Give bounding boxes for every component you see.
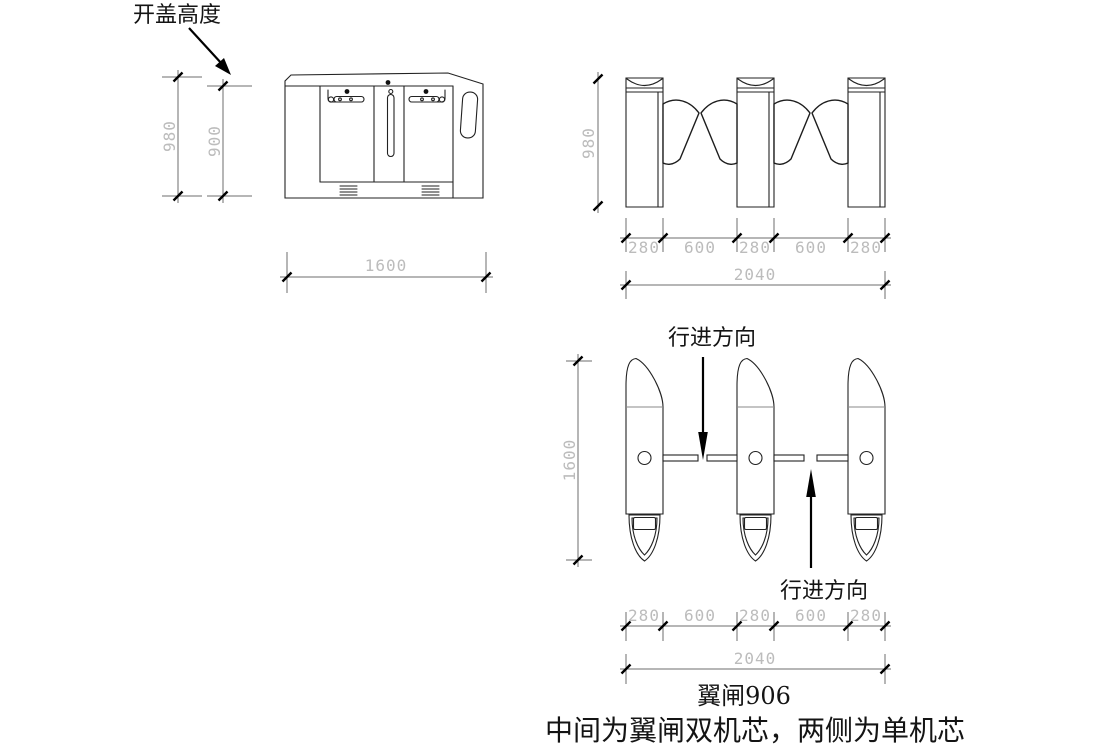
top-seg-5: 280 bbox=[850, 606, 882, 625]
cover-height-label: 开盖高度 bbox=[133, 3, 221, 28]
front-dim-height: 980 bbox=[579, 72, 604, 213]
dim-980-front: 980 bbox=[579, 127, 598, 159]
top-seg-1: 280 bbox=[628, 606, 660, 625]
flap-wing bbox=[811, 99, 849, 165]
model-title: 翼闸906 bbox=[697, 682, 791, 710]
left-door-hardware bbox=[327, 89, 365, 103]
front-seg-1: 280 bbox=[628, 238, 660, 257]
flap-wing bbox=[662, 99, 700, 165]
retracted-flaps bbox=[662, 454, 849, 462]
front-seg-4: 600 bbox=[795, 238, 827, 257]
flap-wing bbox=[773, 99, 811, 165]
lid-button bbox=[385, 80, 391, 85]
side-dim-length: 1600 bbox=[280, 252, 493, 293]
side-dim-cover-height: 900 bbox=[205, 79, 252, 203]
unit-left-plan bbox=[625, 357, 664, 562]
dim-1600-top: 1600 bbox=[560, 439, 579, 482]
flap-wing bbox=[700, 99, 738, 165]
front-seg-5: 280 bbox=[850, 238, 882, 257]
pillar-middle bbox=[736, 77, 775, 208]
unit-right-plan bbox=[847, 357, 886, 562]
front-seg-2: 600 bbox=[684, 238, 716, 257]
front-dim-overall: 2040 bbox=[620, 265, 891, 299]
cabinet-outline bbox=[284, 72, 484, 199]
top-seg-2: 600 bbox=[684, 606, 716, 625]
pillar-left bbox=[625, 77, 664, 208]
side-panel-cutout bbox=[459, 91, 479, 139]
top-dim-chain: 280 600 280 600 280 bbox=[620, 606, 891, 641]
center-column-slot bbox=[386, 88, 395, 158]
top-dim-overall: 2040 bbox=[620, 649, 891, 684]
dim-2040-top: 2040 bbox=[734, 649, 777, 668]
front-seg-3: 280 bbox=[739, 238, 771, 257]
side-view: 开盖高度 980 900 bbox=[133, 3, 493, 293]
front-view: 980 280 600 280 600 280 bbox=[579, 72, 891, 299]
dim-900-side: 900 bbox=[205, 125, 224, 157]
travel-direction-label-bottom: 行进方向 bbox=[780, 579, 868, 604]
top-seg-3: 280 bbox=[739, 606, 771, 625]
front-dim-chain: 280 600 280 600 280 bbox=[620, 218, 891, 257]
travel-arrow-down bbox=[698, 357, 708, 460]
mechanism-note: 中间为翼闸双机芯，两侧为单机芯 bbox=[545, 714, 965, 747]
dim-1600-side: 1600 bbox=[365, 256, 408, 275]
top-view: 行进方向 1600 行进方向 bbox=[560, 326, 891, 684]
dim-2040-front: 2040 bbox=[734, 265, 777, 284]
travel-arrow-up bbox=[806, 469, 816, 568]
travel-direction-label-top: 行进方向 bbox=[668, 326, 756, 351]
side-dim-overall-height: 980 bbox=[160, 70, 202, 203]
cover-height-leader-arrow bbox=[188, 27, 231, 75]
top-seg-4: 600 bbox=[795, 606, 827, 625]
top-dim-depth: 1600 bbox=[560, 354, 592, 567]
dim-980-side: 980 bbox=[160, 120, 179, 152]
bottom-vents bbox=[339, 185, 440, 196]
right-door-hardware bbox=[408, 89, 446, 103]
pillar-right bbox=[847, 77, 886, 208]
unit-middle-plan bbox=[736, 357, 775, 562]
